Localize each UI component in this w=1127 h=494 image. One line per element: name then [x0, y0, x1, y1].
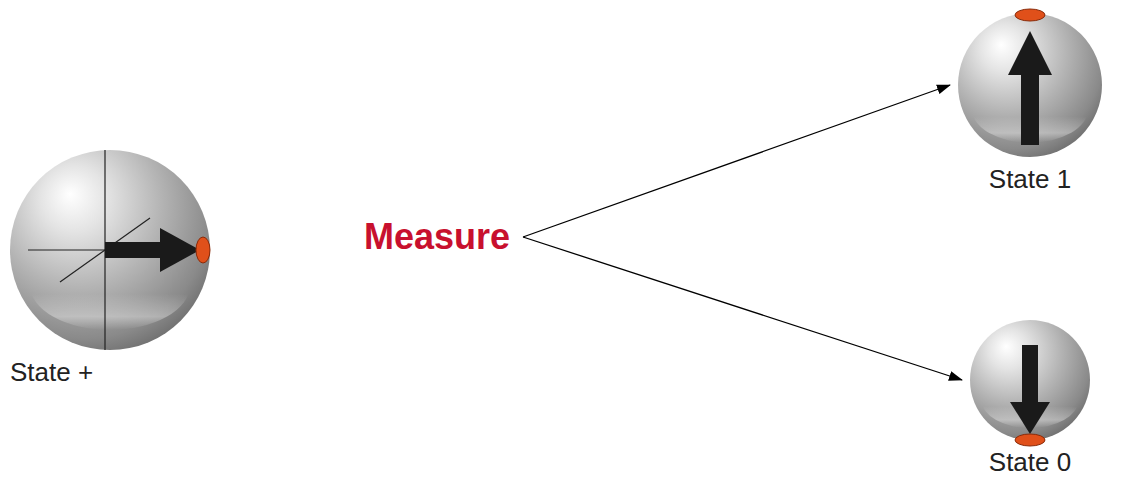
arrow-head [1010, 402, 1050, 434]
sphere-illustration [10, 150, 210, 350]
state-label: State 1 [989, 165, 1071, 195]
sphere-state: State 1 [958, 13, 1102, 157]
state-dot [196, 237, 210, 263]
sphere-illustration [958, 13, 1102, 157]
state-dot [1015, 434, 1045, 446]
measure-arrow [523, 237, 962, 380]
sphere-body [958, 13, 1102, 157]
step-label: Measure [364, 216, 511, 257]
measure-arrow [523, 85, 950, 237]
arrow-head [160, 228, 200, 272]
sphere-state: State + [10, 150, 210, 350]
sphere-state: State 0 [970, 320, 1090, 440]
measure-step: Measure [360, 214, 515, 260]
sphere-body [970, 320, 1090, 440]
sphere-body [10, 150, 210, 350]
state-dot [1015, 9, 1045, 21]
sphere-illustration [970, 320, 1090, 440]
state-label: State 0 [989, 448, 1071, 478]
arrow-shaft [1021, 73, 1039, 145]
arrow-shaft [105, 242, 163, 258]
arrow-head [1008, 31, 1052, 75]
state-label: State + [10, 358, 93, 388]
arrow-shaft [1022, 345, 1038, 405]
